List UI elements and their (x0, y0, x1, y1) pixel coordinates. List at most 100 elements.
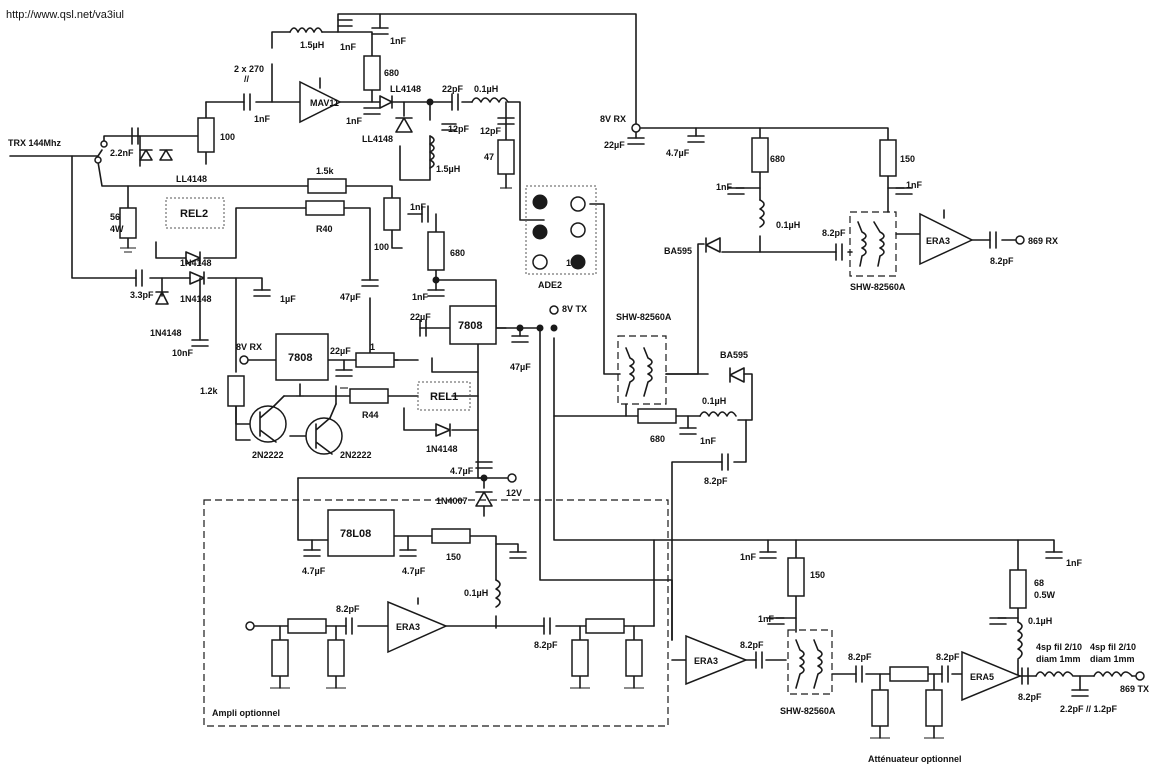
component-label: 150 (446, 552, 461, 562)
inductor-0-1uh-mid (699, 411, 737, 417)
reg-78l08 (327, 509, 395, 557)
resistor-47 (497, 139, 515, 175)
component-label: 4sp fil 2/10 (1090, 642, 1136, 652)
inductor-1-5uh-top (289, 27, 323, 33)
inductor-0-1uh-top (471, 97, 509, 103)
component-label: 1nF (740, 552, 757, 562)
component-label: 100 (220, 132, 235, 142)
resistor-att-shunt-a (871, 689, 889, 727)
wires (9, 13, 1139, 739)
component-label: 8.2pF (336, 604, 360, 614)
switch-shw-rx-box (849, 211, 897, 277)
component-label: 4sp fil 2/10 (1036, 642, 1082, 652)
cap-10nf (191, 339, 209, 347)
diode-1n4148-d (435, 423, 451, 437)
cap-1nf-tx-a (759, 551, 777, 559)
component-label: 1nF (346, 116, 363, 126)
cap-12pf-a (441, 123, 457, 131)
component-label: 680 (770, 154, 785, 164)
terminal-ampli-in (245, 621, 255, 631)
resistor-r40 (305, 200, 345, 216)
component-label: 1nF (340, 42, 357, 52)
component-label: R40 (316, 224, 333, 234)
cap-8-2pf-tx-b (855, 665, 863, 683)
component-label: 1nF (758, 614, 775, 624)
diode-1n4148-b (189, 271, 205, 285)
cap-1nf-tx-c (1045, 551, 1063, 559)
label-8v-rx: 8V RX (600, 114, 626, 124)
diode-ll4148-a (379, 95, 393, 109)
component-label: 2N2222 (252, 450, 284, 460)
label-8v-rx-b: 8V RX (236, 342, 262, 352)
cap-8-2pf-tx-d (1021, 667, 1029, 685)
component-label: 4W (110, 224, 124, 234)
header-url[interactable]: http://www.qsl.net/va3iul (6, 9, 124, 21)
inductor-0-1uh-tx (1017, 621, 1023, 660)
resistor-ampli-out-series (585, 618, 625, 634)
component-label: LL4148 (362, 134, 393, 144)
component-label: 8.2pF (704, 476, 728, 486)
cap-8-2pf-ampli-in (345, 617, 353, 635)
label-attenuateur: Atténuateur optionnel (868, 754, 962, 764)
era5-amp (961, 650, 1022, 702)
ade2-pin-b (570, 196, 586, 212)
terminal-8v-rx-mid (239, 355, 249, 365)
component-label: R44 (362, 410, 379, 420)
component-label: 8.2pF (740, 640, 764, 650)
cap-8-2pf-rx-out (989, 231, 997, 249)
component-label: 2 x 270 (234, 64, 264, 74)
cap-8-2pf-tx-c (941, 665, 949, 683)
resistor-ampli-in-series (287, 618, 327, 634)
component-label: 100 (374, 242, 389, 252)
cap-2-2-1-2pf (1071, 689, 1089, 697)
era3-opt-amp (387, 600, 448, 654)
component-label: 0.1µH (474, 84, 498, 94)
component-label: 3.3pF (130, 290, 154, 300)
reg-7808-lower (275, 333, 329, 381)
switch-shw-mid-inner (625, 347, 653, 397)
label-ampli-optionnel: Ampli optionnel (212, 708, 280, 718)
label-shw-tx: SHW-82560A (780, 706, 836, 716)
cap-1nf-ampli (509, 551, 527, 559)
component-label: 1.5µH (300, 40, 324, 50)
resistor-100-left (197, 117, 215, 153)
terminal-12v (507, 473, 517, 483)
coil-4sp-a (1035, 671, 1074, 677)
cap-22pf (451, 93, 459, 111)
label-78l08: 78L08 (340, 528, 371, 540)
cap-1nf-tx-d (989, 617, 1007, 625)
resistor-ampli-shunt-c (571, 639, 589, 677)
label-ade2: ADE2 (538, 280, 562, 290)
capacitors (131, 19, 1089, 697)
cap-22uf-c (627, 137, 645, 145)
component-label: 2.2nF (110, 148, 134, 158)
inductor-0-1uh-ampli (495, 579, 501, 608)
component-label: 0.1µH (776, 220, 800, 230)
relay-rel1 (417, 381, 471, 411)
inductor-0-1uh-rx (759, 199, 765, 228)
cap-1uf (253, 289, 271, 297)
cap-1nf-mid-b (679, 427, 697, 435)
cap-3-3pf (135, 269, 143, 287)
component-label: 1nF (716, 182, 733, 192)
cap-1nf-rx-b (895, 187, 913, 195)
resistor-150-tx (787, 557, 805, 597)
cap-4-7uf-b (399, 549, 417, 557)
component-label: 1N4148 (150, 328, 182, 338)
resistor-att-shunt-b (925, 689, 943, 727)
switch-shw-tx-inner (795, 639, 823, 689)
component-label: 8.2pF (1018, 692, 1042, 702)
label-era3-rx: ERA3 (926, 236, 950, 246)
resistor-680-rx (751, 137, 769, 173)
cap-2-2nf (131, 127, 139, 145)
cap-47uf-a (361, 279, 379, 287)
transistor-2n2222-a (249, 405, 287, 443)
component-label: BA595 (720, 350, 748, 360)
label-rel1: REL1 (430, 391, 458, 403)
component-label: 68 (1034, 578, 1044, 588)
component-label: 47 (484, 152, 494, 162)
resistor-ampli-shunt-b (327, 639, 345, 677)
component-label: 4.7µF (450, 466, 474, 476)
